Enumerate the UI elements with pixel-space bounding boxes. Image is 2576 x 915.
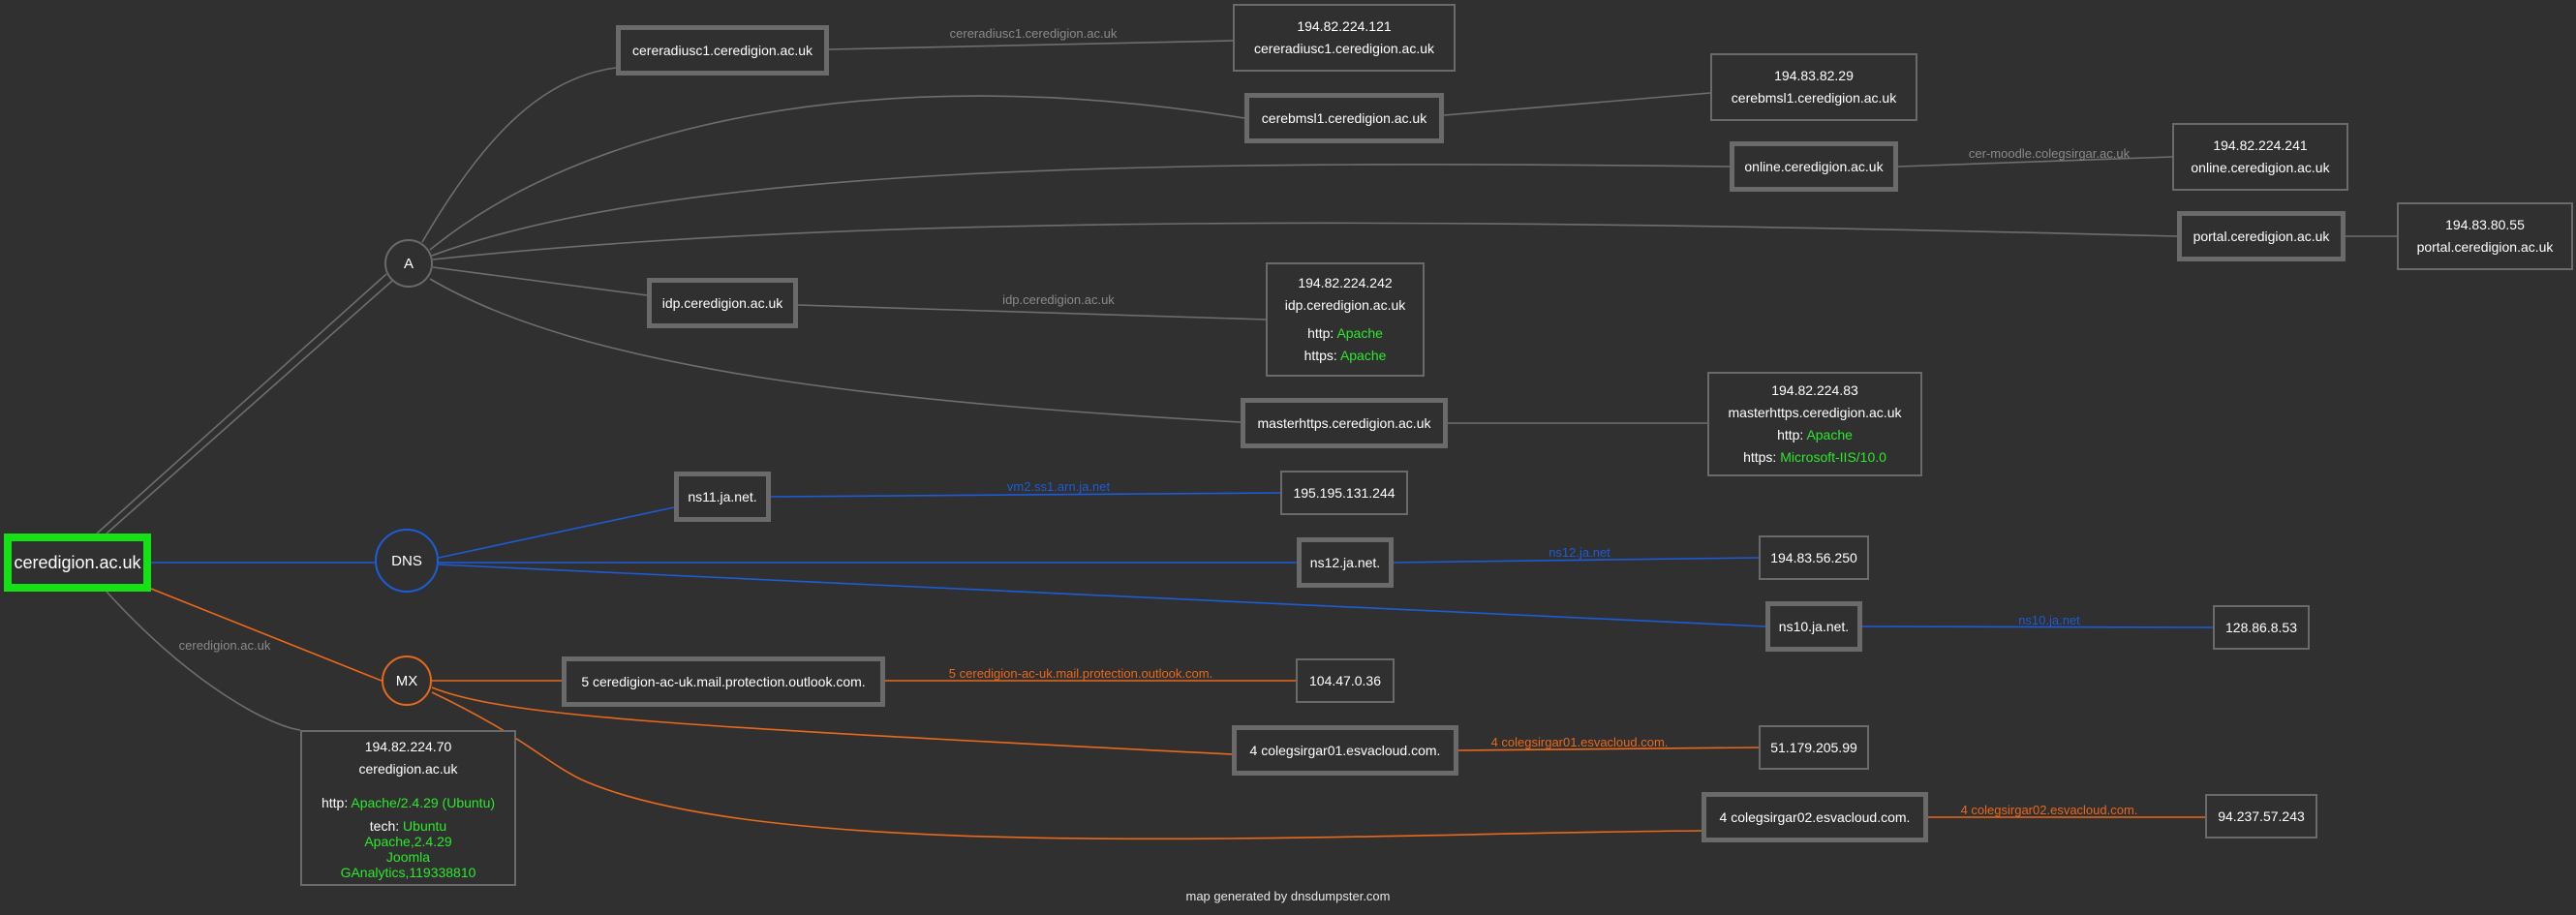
mx-ip-info: 51.179.205.99 (1759, 725, 1869, 770)
connector-edge (429, 95, 1245, 251)
edge-label: vm2.ss1.arn.ja.net (1006, 479, 1111, 494)
edge-label: cer-moodle.colegsirgar.ac.uk (1968, 146, 2131, 161)
connector-edge (1393, 557, 1760, 564)
connector-edge (1457, 747, 1760, 751)
connector-edge (96, 273, 387, 534)
a-host-node[interactable]: cerebmsl1.ceredigion.ac.uk (1244, 93, 1444, 143)
mx-host-node[interactable]: 4 colegsirgar01.esvacloud.com. (1232, 725, 1458, 776)
connector-edge (106, 280, 393, 534)
ns-ip-info: 194.83.56.250 (1759, 535, 1869, 580)
connector-edge (431, 686, 1233, 755)
edge-label: ceredigion.ac.uk (178, 638, 271, 653)
a-host-node[interactable]: cereradiusc1.ceredigion.ac.uk (616, 25, 829, 76)
connector-edge (1897, 156, 2173, 168)
connector-edge (438, 506, 675, 559)
root-http: http: Apache/2.4.29 (Ubuntu) (321, 795, 496, 810)
edge-label: idp.ceredigion.ac.uk (1002, 292, 1115, 307)
connector-edge (106, 591, 301, 731)
a-host-node[interactable]: portal.ceredigion.ac.uk (2177, 211, 2346, 261)
root-tech: tech: Ubuntu Apache,2.4.29 Joomla GAnaly… (340, 818, 476, 880)
mx-ip-info: 94.237.57.243 (2205, 794, 2317, 839)
connector-edge (432, 222, 2178, 260)
mx-ip-info: 104.47.0.36 (1296, 658, 1395, 703)
root-host-info: 194.82.224.70 ceredigion.ac.uk http: Apa… (300, 730, 516, 886)
ns-host-node[interactable]: ns11.ja.net. (674, 472, 771, 522)
mx-host-node[interactable]: 5 ceredigion-ac-uk.mail.protection.outlo… (562, 656, 885, 707)
ns-ip-info: 195.195.131.244 (1280, 471, 1408, 515)
edge-label: 5 ceredigion-ac-uk.mail.protection.outlo… (948, 666, 1213, 681)
connector-edge (150, 588, 383, 682)
connector-edge (429, 278, 1242, 423)
root-ip: 194.82.224.70 (364, 739, 452, 754)
connector-edge (828, 40, 1234, 50)
a-host-node[interactable]: masterhttps.ceredigion.ac.uk (1241, 398, 1448, 448)
ns-host-node[interactable]: ns10.ja.net. (1765, 601, 1862, 652)
edge-label: cereradiusc1.ceredigion.ac.uk (949, 26, 1118, 41)
mx-record-hub[interactable]: MX (382, 656, 432, 706)
a-host-node[interactable]: online.ceredigion.ac.uk (1730, 141, 1898, 192)
root-domain-node[interactable]: ceredigion.ac.uk (4, 534, 151, 592)
connector-edge (431, 164, 1731, 257)
dns-record-hub[interactable]: DNS (375, 529, 439, 593)
mx-host-node[interactable]: 4 colegsirgar02.esvacloud.com. (1702, 792, 1928, 842)
root-hostname: ceredigion.ac.uk (358, 761, 458, 777)
footer-credit: map generated by dnsdumpster.com (1185, 889, 1391, 903)
connector-edge (797, 304, 1267, 320)
connector-edge (421, 67, 617, 243)
edge-label: ns10.ja.net (2018, 613, 2080, 627)
edge-label: ns12.ja.net (1549, 545, 1610, 560)
connector-edge (770, 492, 1281, 498)
a-record-hub[interactable]: A (384, 239, 433, 288)
connector-edge (1861, 625, 2214, 628)
edge-label: 4 colegsirgar01.esvacloud.com. (1490, 735, 1669, 749)
connector-edge (432, 266, 648, 296)
ns-ip-info: 128.86.8.53 (2213, 605, 2310, 650)
a-host-node[interactable]: idp.ceredigion.ac.uk (647, 278, 798, 328)
ns-host-node[interactable]: ns12.ja.net. (1297, 537, 1394, 588)
connector-edge (438, 564, 1766, 627)
edge-label: 4 colegsirgar02.esvacloud.com. (1960, 803, 2138, 817)
connector-edge (1443, 92, 1711, 116)
connector-edge (431, 691, 1702, 840)
